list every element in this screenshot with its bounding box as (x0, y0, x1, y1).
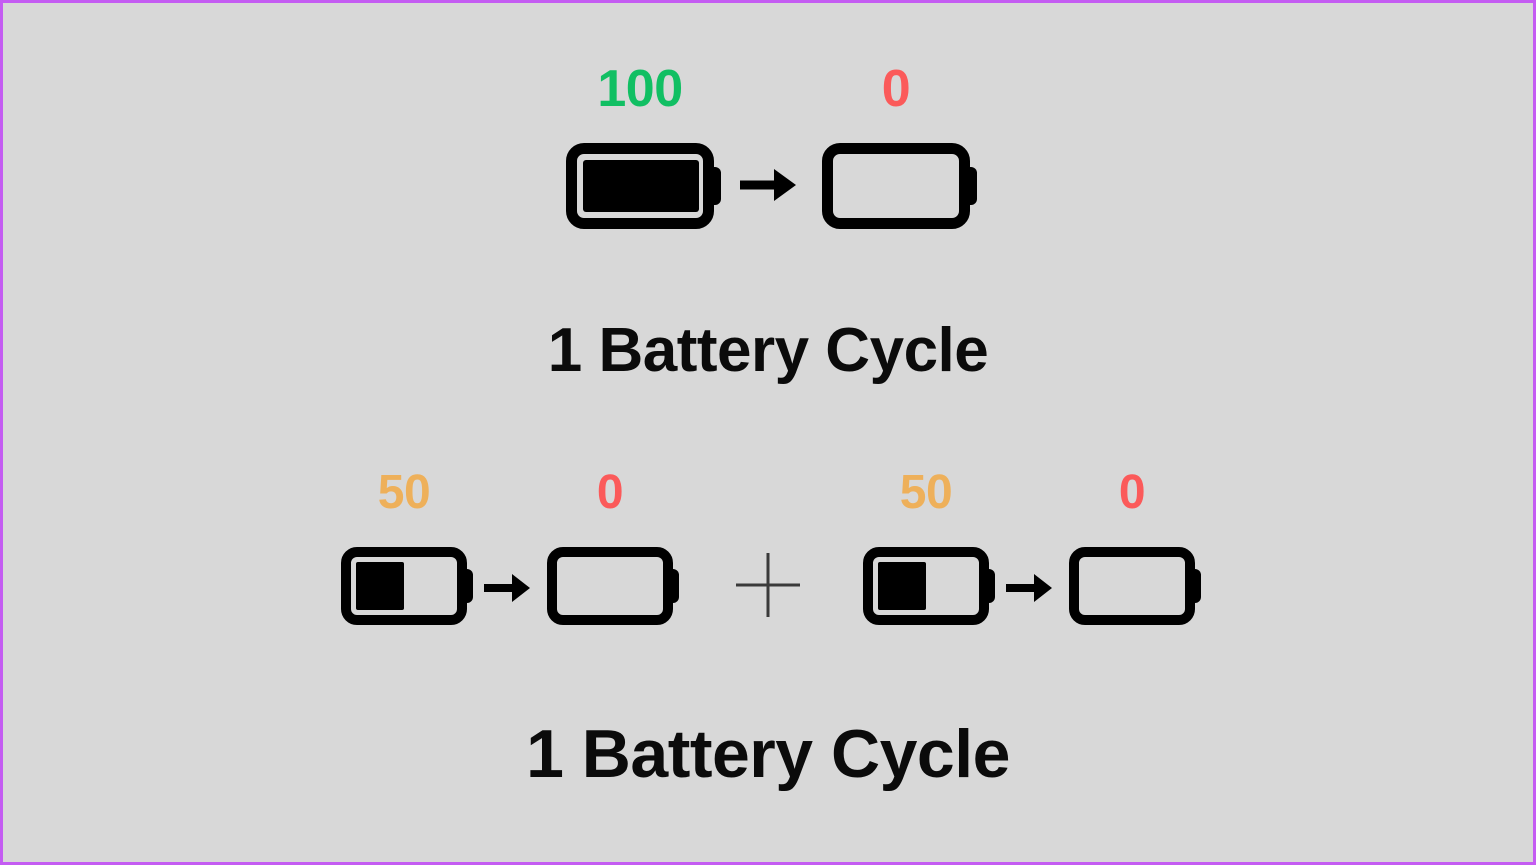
plus-icon (736, 553, 800, 617)
battery-empty-icon (1069, 547, 1201, 625)
battery-unit: 0 (796, 63, 996, 229)
battery-half-icon (341, 547, 473, 625)
battery-terminal-nub (463, 569, 473, 603)
arrow-right-icon (484, 571, 530, 605)
battery-terminal-nub (985, 569, 995, 603)
arrow-head (774, 169, 796, 201)
battery-charge-fill (356, 562, 404, 610)
battery-row-top: 100 0 (3, 63, 1533, 229)
battery-percent-label: 0 (881, 60, 911, 118)
battery-terminal-nub (669, 569, 679, 603)
arrow-shaft (484, 584, 516, 592)
battery-percent-label: 0 (1118, 466, 1146, 519)
caption-top: 1 Battery Cycle (547, 316, 989, 385)
battery-percent-label: 50 (899, 466, 953, 519)
caption-bottom: 1 Battery Cycle (526, 716, 1010, 792)
battery-terminal-nub (710, 167, 721, 205)
battery-empty-icon (822, 143, 977, 229)
battery-charge-fill (583, 160, 699, 212)
arrow-shaft (1006, 584, 1038, 592)
battery-charge-fill (878, 562, 926, 610)
plus-vertical-bar (766, 553, 770, 617)
battery-percent-label: 0 (596, 466, 624, 519)
battery-unit: 50 (324, 469, 484, 625)
battery-terminal-nub (966, 167, 977, 205)
battery-terminal-nub (1191, 569, 1201, 603)
battery-percent-label: 50 (377, 466, 431, 519)
battery-half-icon (863, 547, 995, 625)
battery-unit: 0 (530, 469, 690, 625)
scene-two-half-discharges: 50 0 50 0 (3, 469, 1533, 625)
battery-unit: 0 (1052, 469, 1212, 625)
arrow-right-icon (1006, 571, 1052, 605)
battery-row-bottom: 50 0 50 0 (3, 469, 1533, 625)
arrow-right-icon (740, 165, 796, 205)
battery-unit: 50 (846, 469, 1006, 625)
battery-full-icon (566, 143, 721, 229)
scene-single-full-discharge: 100 0 (3, 63, 1533, 229)
arrow-shaft (740, 180, 780, 190)
arrow-head (1034, 574, 1052, 602)
arrow-head (512, 574, 530, 602)
battery-percent-label: 100 (597, 60, 683, 118)
battery-empty-icon (547, 547, 679, 625)
battery-unit: 100 (540, 63, 740, 229)
